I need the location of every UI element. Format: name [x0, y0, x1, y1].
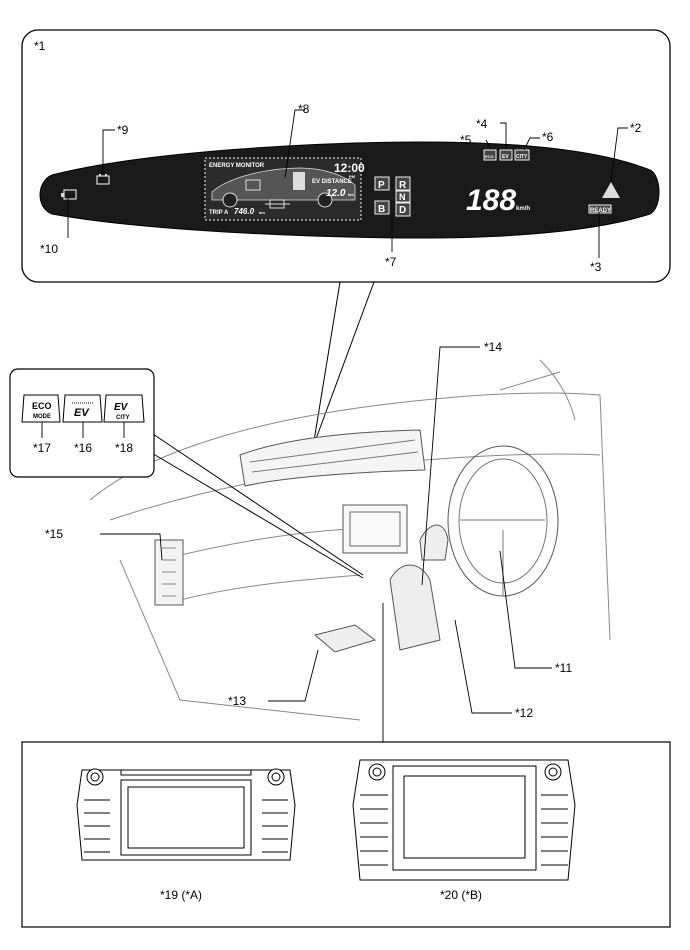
eco-mode-switch: ECO MODE [21, 394, 61, 423]
ev-distance-unit: km [348, 192, 354, 197]
ev-city-switch-label: EV [114, 402, 129, 413]
callout-12: *12 [515, 706, 533, 720]
callout-4: *4 [476, 117, 488, 131]
callout-10: *10 [40, 242, 58, 256]
callout-15: *15 [45, 527, 63, 541]
knob-left-icon [368, 763, 386, 781]
ev-city-switch-sub: CITY [116, 415, 130, 421]
radio-unit-b [352, 759, 576, 881]
callout-14: *14 [484, 340, 502, 354]
ready-indicator: READY [590, 208, 611, 214]
battery-warning-icon [96, 174, 110, 185]
trip-unit: km [259, 210, 265, 215]
callout-6: *6 [542, 130, 554, 144]
car-silhouette-icon [211, 167, 356, 201]
callout-1: *1 [34, 39, 46, 53]
audio-units-panel: *19 (*A) *20 (*B) [21, 741, 671, 928]
callout-13: *13 [228, 694, 246, 708]
callout-9: *9 [117, 123, 129, 137]
shift-b: B [378, 204, 385, 215]
knob-right-icon [544, 763, 562, 781]
clock-text: 12:00 [334, 161, 365, 175]
trip-label: TRIP A [209, 210, 229, 216]
callout-3: *3 [590, 260, 602, 274]
city-indicator: CITY [516, 154, 528, 160]
hv-battery-icon [293, 172, 305, 190]
shift-position-indicator: P R N B D [374, 176, 411, 217]
ev-indicator: EV [502, 154, 509, 160]
energy-monitor-label: ENERGY MONITOR [209, 163, 265, 169]
knob-left-icon [86, 768, 104, 786]
master-warning-icon [602, 182, 620, 198]
speed-unit: km/h [516, 206, 530, 212]
shift-d: D [399, 205, 406, 216]
callout-2: *2 [630, 121, 642, 135]
callout-11: *11 [555, 661, 572, 675]
ev-distance-value: 12.0 [326, 188, 346, 199]
energy-monitor-screen: ENERGY MONITOR 12:00 PM EV DISTANCE 12.0… [204, 157, 365, 221]
callout-20: *20 (*B) [440, 888, 482, 902]
trip-value: 746.0 [234, 207, 255, 216]
shift-p: P [378, 180, 385, 191]
callout-7: *7 [385, 255, 397, 269]
callout-19: *19 (*A) [160, 888, 202, 902]
ev-city-switch: EV CITY [103, 394, 145, 423]
mode-indicators: ECO EV CITY [483, 149, 530, 161]
knob-right-icon [267, 768, 285, 786]
callout-17: *17 [33, 441, 51, 455]
switch-detail-panel: ECO MODE EV EV CITY *17 *16 *18 [9, 368, 155, 478]
meter-detail-panel: *1 ENERGY MONITOR 12:00 PM EV DISTANCE [21, 29, 671, 283]
speed-readout: 188 [466, 184, 516, 217]
ev-distance-label: EV DISTANCE [312, 179, 352, 185]
engine-icon [245, 179, 261, 191]
eco-switch-sub: MODE [33, 414, 51, 420]
radio-unit-a [76, 768, 296, 861]
ev-switch-label: EV [74, 407, 90, 419]
clock-pm: PM [349, 174, 356, 179]
callout-5: *5 [460, 133, 472, 147]
engine-warning-icon [61, 189, 77, 200]
callout-8: *8 [298, 102, 310, 116]
ev-drive-mode-switch: EV [62, 394, 103, 423]
shift-r: R [399, 180, 407, 191]
callout-18: *18 [115, 441, 133, 455]
callout-16: *16 [74, 441, 92, 455]
eco-switch-label: ECO [32, 401, 52, 411]
dashboard-illustration [89, 281, 611, 721]
disc-slot [120, 769, 252, 776]
eco-indicator: ECO [485, 154, 494, 159]
shift-n: N [399, 192, 406, 202]
